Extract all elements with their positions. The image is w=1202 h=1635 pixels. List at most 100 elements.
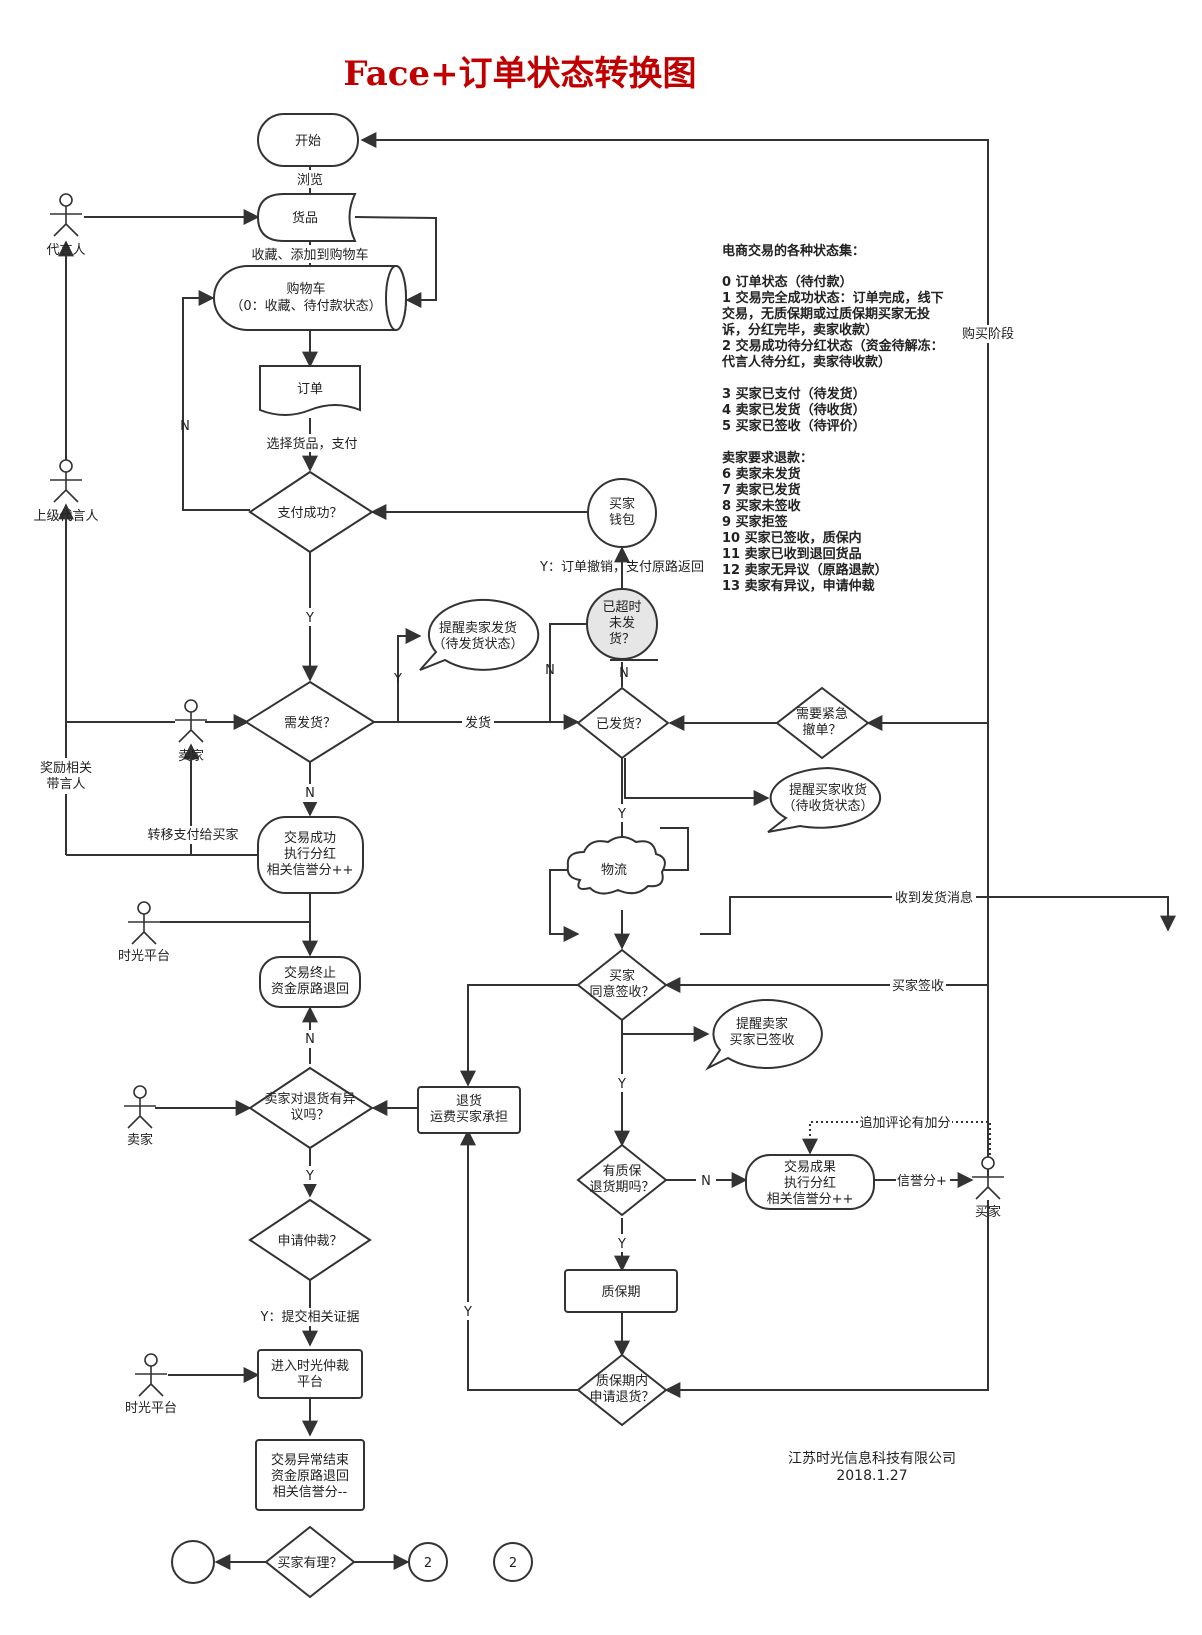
label-collect: 收藏、添加到购物车 — [251, 247, 368, 263]
actor-platform-2-icon[interactable] — [135, 1353, 167, 1397]
label-need-n: N — [305, 786, 315, 801]
label-warranty-n: N — [701, 1174, 711, 1189]
edge-pay-n-cart — [182, 290, 250, 511]
node-remind-receive[interactable] — [767, 766, 882, 833]
actor-upper-agent-icon[interactable] — [50, 459, 82, 503]
label-need-y: Y — [393, 672, 402, 687]
legend-item: 诉，分红完毕，卖家收款） — [722, 322, 878, 338]
node-start-label: 开始 — [295, 134, 321, 149]
node-return[interactable] — [417, 1086, 521, 1134]
node-warranty-q-label-1: 有质保 — [602, 1164, 641, 1179]
node-timeout-label-1: 已超时 — [602, 600, 641, 615]
node-urgent-cancel[interactable] — [775, 686, 870, 760]
node-wallet-label-2: 钱包 — [609, 513, 635, 528]
node-trade-end[interactable] — [259, 956, 361, 1008]
node-arbitration-q[interactable] — [248, 1198, 372, 1282]
actor-buyer-label: 买家 — [975, 1204, 1001, 1220]
node-cart[interactable] — [213, 265, 407, 331]
node-warranty[interactable] — [564, 1269, 678, 1313]
actor-seller-1-icon[interactable] — [175, 699, 207, 743]
node-wallet[interactable] — [587, 478, 657, 548]
actor-seller-1-label: 卖家 — [178, 748, 204, 764]
node-timeout-label-2: 未发 — [609, 615, 635, 631]
node-order[interactable] — [259, 365, 361, 416]
label-object-y: Y — [305, 1169, 314, 1184]
label-credit-plus: 信誉分+ — [897, 1174, 947, 1189]
label-timeout-n2: N — [619, 666, 629, 681]
node-arb-platform-label-1: 进入时光仲裁 — [271, 1358, 349, 1374]
node-connector-b[interactable] — [408, 1542, 448, 1582]
node-connector-a[interactable] — [171, 1540, 215, 1584]
label-evidence: Y：提交相关证据 — [260, 1309, 360, 1325]
node-need-ship[interactable] — [244, 680, 376, 764]
node-trade-result[interactable] — [745, 1154, 875, 1210]
legend-item: 3 买家已支付（待发货） — [722, 386, 866, 402]
legend-item: 13 卖家有异议，申请仲裁 — [722, 578, 875, 594]
node-seller-object-label-1: 卖家对退货有异 — [264, 1091, 355, 1107]
node-agree-sign[interactable] — [576, 948, 668, 1022]
node-arb-platform[interactable] — [257, 1349, 363, 1399]
node-timeout[interactable] — [586, 588, 658, 660]
actor-platform-1-label: 时光平台 — [118, 949, 170, 964]
label-add-review: 追加评论有加分 — [859, 1115, 950, 1131]
label-select-pay: 选择货品，支付 — [266, 436, 357, 452]
node-abnormal-end-label-3: 相关信誉分-- — [273, 1485, 348, 1500]
node-shipped[interactable] — [576, 686, 670, 760]
label-timeout-n1: N — [545, 663, 555, 678]
node-warranty-label: 质保期 — [601, 1285, 640, 1300]
actor-agent-label: 代言人 — [46, 243, 85, 258]
label-ship: 发货 — [465, 715, 491, 731]
edge-buyer-return-q — [664, 1200, 989, 1398]
actor-platform-1-icon[interactable] — [128, 901, 160, 945]
legend-item: 2 交易成功待分红状态（资金待解冻： — [722, 338, 944, 354]
node-in-warranty-return-label-1: 质保期内 — [596, 1373, 648, 1389]
actor-buyer-icon[interactable] — [972, 1156, 1004, 1200]
label-end-n: N — [305, 1032, 315, 1047]
node-abnormal-end-label-2: 资金原路退回 — [271, 1468, 349, 1484]
label-buy-phase: 购买阶段 — [962, 326, 1014, 342]
actor-agent-icon[interactable] — [50, 193, 82, 237]
label-pay-n: N — [180, 419, 190, 434]
footer: 江苏时光信息科技有限公司 2018.1.27 — [788, 1450, 956, 1484]
label-return-y: Y — [463, 1305, 472, 1320]
node-pay-ok[interactable] — [248, 470, 374, 554]
node-goods[interactable] — [256, 193, 357, 242]
label-receive-msg: 收到发货消息 — [895, 890, 973, 906]
node-remind-ship[interactable] — [419, 598, 540, 671]
actor-upper-agent-label: 上级代言人 — [33, 509, 98, 524]
node-buyer-right[interactable] — [264, 1525, 356, 1599]
edge-shipped-remind — [624, 758, 770, 806]
node-timeout-label-3: 货？ — [609, 631, 635, 647]
node-abnormal-end[interactable] — [255, 1439, 365, 1511]
node-urgent-cancel-label-1: 需要紧急 — [796, 707, 848, 722]
node-remind-ship-label-1: 提醒卖家发货 — [439, 620, 517, 636]
node-trade-result-label-3: 相关信誉分++ — [767, 1192, 854, 1207]
actor-seller-2-label: 卖家 — [127, 1132, 153, 1148]
node-logistics[interactable] — [566, 836, 666, 895]
node-in-warranty-return-label-2: 申请退货？ — [589, 1389, 654, 1405]
actor-seller-2-icon[interactable] — [124, 1085, 156, 1129]
footer-company: 江苏时光信息科技有限公司 — [788, 1450, 956, 1467]
node-seller-object-label-2: 议吗？ — [290, 1108, 329, 1123]
node-warranty-q[interactable] — [576, 1143, 668, 1217]
node-remind-seller[interactable] — [705, 998, 823, 1071]
node-start[interactable] — [257, 113, 359, 167]
diagram-title: Face+订单状态转换图 — [343, 54, 696, 94]
node-trade-success[interactable] — [257, 816, 364, 894]
node-trade-end-label-1: 交易终止 — [284, 965, 336, 981]
node-in-warranty-return[interactable] — [576, 1353, 668, 1427]
edge-labels: 浏览 收藏、添加到购物车 选择货品，支付 N Y Y：订单撤销，支付原路返回 N… — [38, 170, 1016, 1326]
edge-buy-phase — [360, 132, 989, 1176]
edge-logistics-loop-left — [549, 869, 580, 942]
label-browse: 浏览 — [297, 172, 323, 188]
legend-item: 1 交易完全成功状态：订单完成，线下 — [722, 290, 944, 306]
node-trade-success-label-1: 交易成功 — [284, 830, 336, 846]
edge-returnq-return — [460, 1129, 578, 1391]
node-need-ship-label: 需发货？ — [284, 715, 336, 731]
label-shipped-y: Y — [617, 807, 626, 822]
legend-item: 8 买家未签收 — [722, 498, 802, 514]
node-wallet-label-1: 买家 — [609, 496, 635, 512]
node-connector-c[interactable] — [493, 1542, 533, 1582]
node-seller-object[interactable] — [248, 1066, 374, 1150]
